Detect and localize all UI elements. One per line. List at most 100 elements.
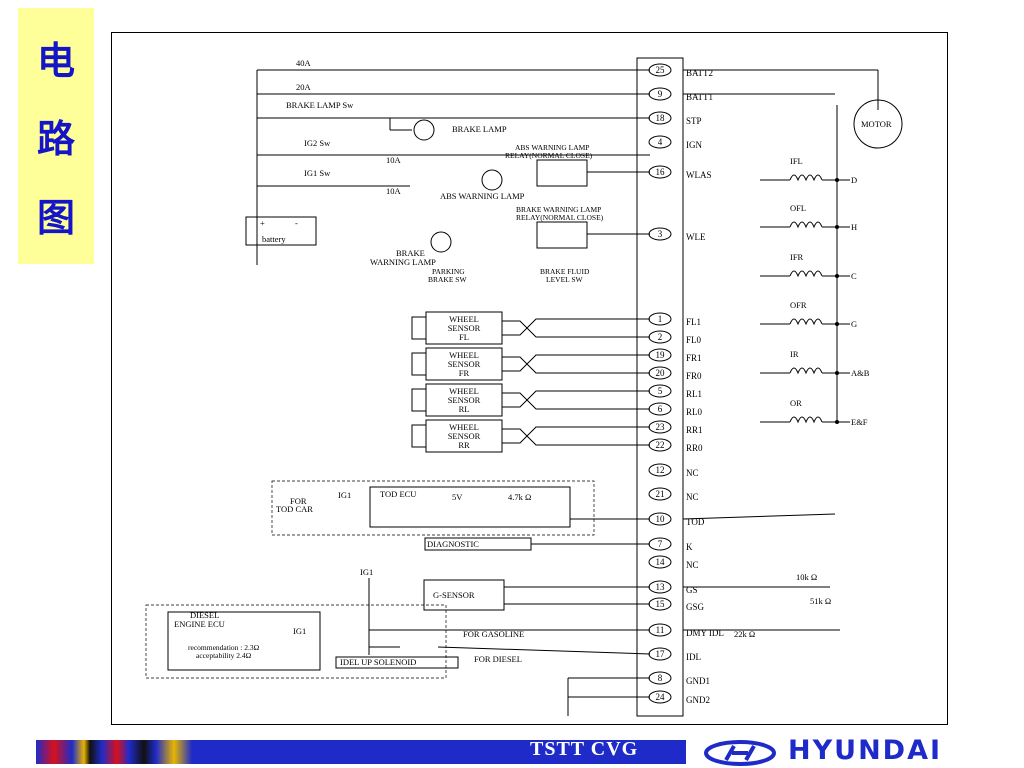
pin-number: 2 [658, 332, 663, 342]
valve-output-label: A&B [851, 368, 870, 378]
ig1-sw-label: IG1 Sw [304, 168, 331, 178]
pin-number: 10 [656, 514, 666, 524]
hyundai-logo-icon [704, 740, 776, 766]
fuse-10a-label-2: 10A [386, 186, 402, 196]
pin-number: 15 [656, 599, 666, 609]
recommend-label-1: recommendation : 2.3Ω [188, 643, 260, 652]
valve-name: OFL [790, 203, 806, 213]
wheel-sensor-label: WHEEL [449, 314, 479, 324]
footer-blue-bar [336, 740, 686, 764]
for-diesel-label: FOR DIESEL [474, 654, 522, 664]
brake-relay-label-1: BRAKE WARNING LAMP [516, 205, 601, 214]
fuse-40a-label: 40A [296, 58, 312, 68]
fluid-sw-label-2: LEVEL SW [546, 275, 584, 284]
wheel-sensor-box [425, 347, 503, 381]
wheel-sensor-box [425, 419, 503, 453]
ecu-connector [636, 57, 684, 717]
pin-name: RR1 [686, 425, 703, 435]
pin-number: 22 [656, 440, 665, 450]
pin-name: FR1 [686, 353, 702, 363]
pin-number: 8 [658, 673, 663, 683]
wheel-sensor-label: SENSOR [448, 359, 481, 369]
pin-number: 20 [656, 368, 666, 378]
valve-output-label: E&F [851, 417, 868, 427]
parking-sw-label-1: PARKING [432, 267, 465, 276]
ig1-top-label: IG1 [360, 567, 373, 577]
pin-name: WLAS [686, 170, 712, 180]
pin-number: 1 [658, 314, 663, 324]
pin-name: IDL [686, 652, 701, 662]
res-10k-label: 10k Ω [796, 572, 817, 582]
abs-relay-label-2: RELAY(NORMAL CLOSE) [505, 151, 593, 160]
wheel-connector-icon [411, 316, 427, 340]
pin-number: 5 [658, 386, 663, 396]
valve-junction [835, 178, 839, 182]
parking-sw-label-2: BRAKE SW [428, 275, 467, 284]
diesel-ecu-box [167, 611, 321, 671]
pin-name: NC [686, 468, 699, 478]
wheel-connector-icon [411, 352, 427, 376]
pin-name: FL1 [686, 317, 701, 327]
wheel-connector-icon [411, 388, 427, 412]
pin-number: 18 [656, 113, 666, 123]
wheel-wire [502, 390, 650, 408]
valve-name: IR [790, 349, 799, 359]
pin-name: TOD [686, 517, 705, 527]
pin-name: RR0 [686, 443, 703, 453]
wheel-wire [502, 356, 650, 374]
valve-name: IFR [790, 252, 804, 262]
slide-title: 电 路 图 [18, 8, 94, 264]
tod-dashed-box [271, 480, 595, 536]
idle-up-label: IDEL UP SOLENOID [340, 657, 416, 667]
diagnostic-label: DIAGNOSTIC [427, 539, 479, 549]
valve-output-label: C [851, 271, 857, 281]
brake-warning-lamp-icon [430, 231, 452, 253]
battery-label: battery [262, 234, 286, 244]
g-sensor-box [423, 579, 505, 611]
brake-wl-label-2: WARNING LAMP [370, 257, 436, 267]
pin-name: FR0 [686, 371, 702, 381]
pin-name: WLE [686, 232, 706, 242]
pin-number: 4 [658, 137, 663, 147]
fuse-20a-label: 20A [296, 82, 312, 92]
ig2-sw-label: IG2 Sw [304, 138, 331, 148]
recommend-label-2: acceptability 2.4Ω [196, 651, 252, 660]
wheel-sensor-label: FR [459, 368, 470, 378]
pin-name: DMY IDL [686, 628, 724, 638]
for-tod-label-2: TOD CAR [276, 504, 313, 514]
pin-name: NC [686, 492, 699, 502]
pin-name: GSG [686, 602, 705, 612]
pin-number: 23 [656, 422, 666, 432]
title-char-2: 路 [36, 116, 75, 162]
brake-lamp-label: BRAKE LAMP [452, 124, 507, 134]
wheel-sensor-label: WHEEL [449, 422, 479, 432]
pin-marker [648, 463, 672, 477]
valve-coil-icon [789, 318, 823, 326]
footer-strip-text: TSTT CVG [530, 738, 639, 760]
diagram-frame [111, 32, 948, 725]
pin-number: 7 [658, 539, 663, 549]
pin-marker [648, 555, 672, 569]
battery-icon [245, 216, 317, 246]
brake-lamp-sw-label: BRAKE LAMP Sw [286, 100, 354, 110]
diesel-label-2: ENGINE ECU [174, 619, 225, 629]
pin-marker [648, 487, 672, 501]
pin-marker [648, 135, 672, 149]
valve-name: IFL [790, 156, 803, 166]
g-sensor-label: G-SENSOR [433, 590, 475, 600]
battery-plus: + [260, 218, 265, 228]
valve-junction [835, 225, 839, 229]
wheel-wire [502, 354, 650, 372]
gsensor-idle-section: IG1 G-SENSOR DIESEL ENGINE ECU IG1 recom… [145, 567, 651, 716]
pin-name: GS [686, 585, 698, 595]
footer-color-strip [36, 740, 336, 764]
fuse-10a-label-1: 10A [386, 155, 402, 165]
wheel-wire [502, 428, 650, 446]
valve-output-label: H [851, 222, 857, 232]
valve-coil-icon [789, 367, 823, 375]
wheel-sensor-label: RR [458, 440, 470, 450]
valve-output-label: D [851, 175, 857, 185]
diesel-dashed-box [145, 604, 447, 679]
brake-relay-icon [536, 221, 588, 249]
